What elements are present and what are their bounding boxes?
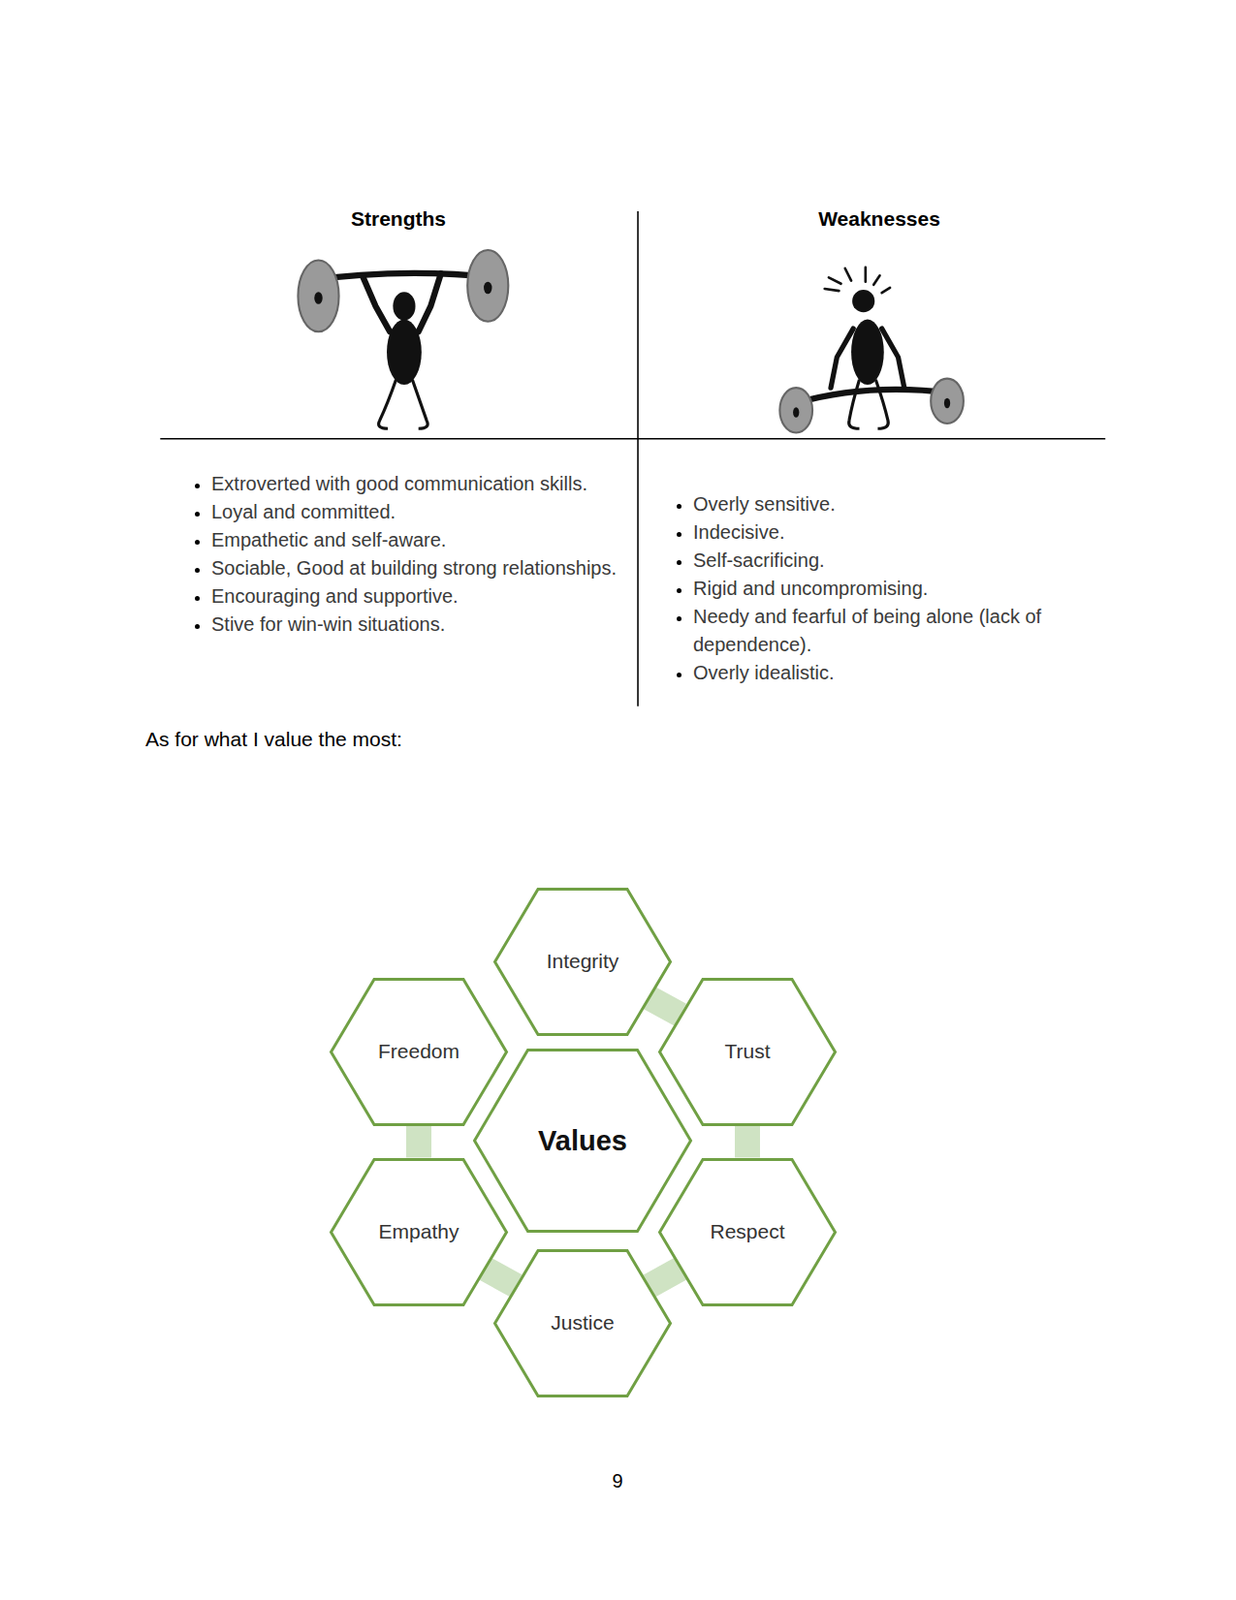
value-hexagon: Trust [658, 978, 837, 1127]
value-hexagon: Respect [658, 1158, 837, 1307]
hexagon-joint [485, 1268, 516, 1286]
page-number: 9 [569, 1470, 666, 1493]
value-hexagon: Freedom [329, 978, 508, 1127]
value-hexagon: Values [473, 1048, 693, 1234]
list-item: Stive for win-win situations. [211, 610, 619, 639]
value-hexagon: Justice [493, 1249, 672, 1398]
table-divider [636, 211, 639, 707]
joint-band [485, 1268, 516, 1286]
strengths-list: Extroverted with good communication skil… [181, 470, 619, 639]
weak-lifter-clipart [779, 267, 964, 434]
hexagon-label: Freedom [378, 1040, 460, 1064]
value-hexagon: Empathy [329, 1158, 508, 1307]
strong-lifter-clipart [297, 250, 508, 429]
list-item: Loyal and committed. [211, 498, 619, 527]
list-item: Self-sacrificing. [693, 546, 1106, 575]
hexagon-label: Justice [550, 1311, 614, 1335]
joint-band [406, 1126, 432, 1159]
column-heading: Strengths [253, 207, 544, 231]
list-item: Sociable, Good at building strong relati… [211, 554, 619, 583]
hexagon-joint [649, 998, 681, 1015]
table-rule [159, 438, 1106, 441]
hexagon-joint [649, 1268, 681, 1287]
intro-text: As for what I value the most: [145, 728, 403, 752]
weaknesses-list: Overly sensitive.Indecisive.Self-sacrifi… [663, 490, 1106, 688]
joint-band [649, 1268, 681, 1287]
list-item: Encouraging and supportive. [211, 582, 619, 611]
hexagon-label: Trust [724, 1040, 770, 1064]
hexagon-joint [418, 1126, 420, 1159]
list-item: Overly idealistic. [693, 659, 1106, 688]
hexagon-joint [747, 1126, 749, 1159]
hexagon-label: Empathy [379, 1220, 460, 1244]
list-item: Rigid and uncompromising. [693, 574, 1106, 603]
hexagon-label: Respect [709, 1220, 785, 1244]
list-item: Extroverted with good communication skil… [211, 470, 619, 499]
column-heading: Weaknesses [733, 207, 1025, 231]
list-item: Needy and fearful of being alone (lack o… [693, 602, 1106, 660]
hexagon-label: Integrity [546, 950, 620, 974]
center-label: Values [538, 1125, 628, 1158]
list-item: Overly sensitive. [693, 490, 1106, 519]
list-item: Empathetic and self-aware. [211, 526, 619, 555]
value-hexagon: Integrity [493, 887, 672, 1037]
joint-band [649, 998, 681, 1015]
list-item: Indecisive. [693, 518, 1106, 547]
joint-band [734, 1126, 761, 1159]
